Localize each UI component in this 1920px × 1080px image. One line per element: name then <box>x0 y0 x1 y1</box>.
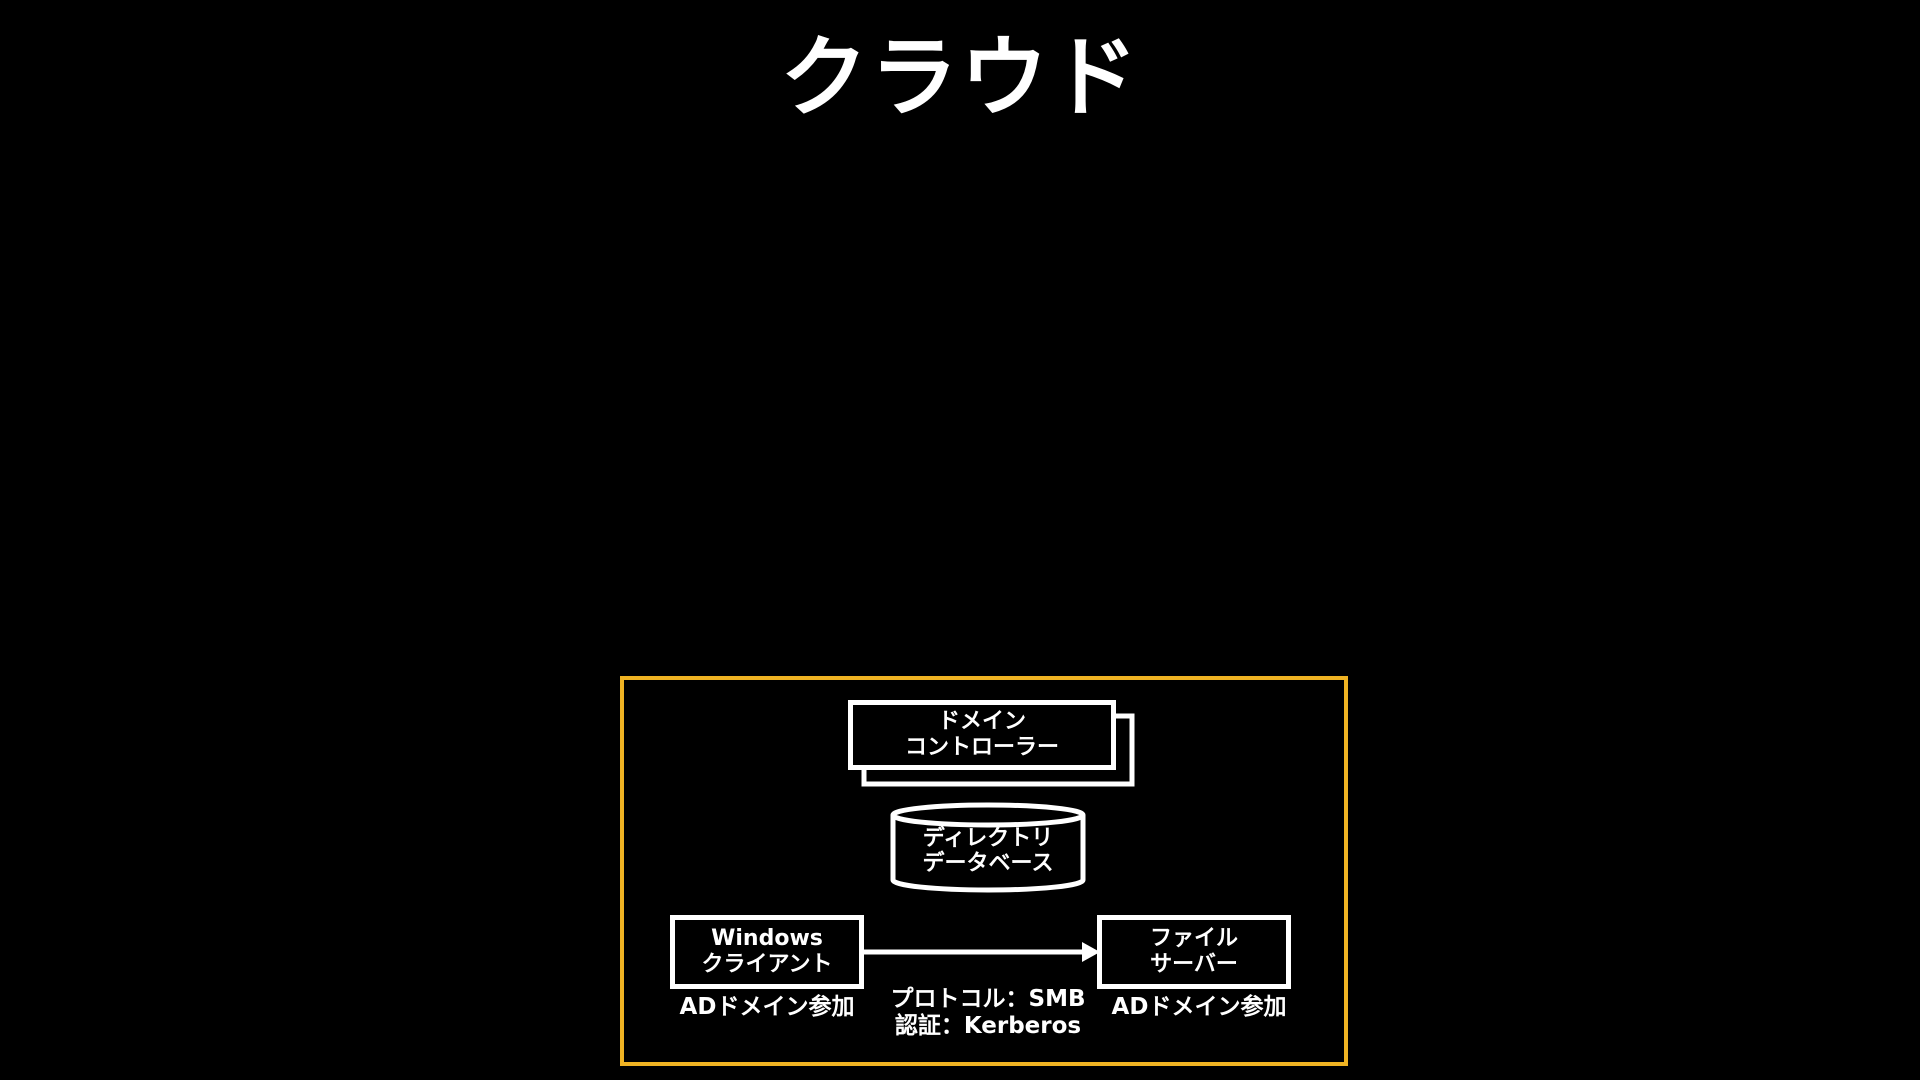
windows-client-label-line2: クライアント <box>701 952 833 977</box>
file-server-label-line1: ファイル <box>1149 926 1238 951</box>
file-server-label-line2: サーバー <box>1150 952 1238 977</box>
cloud-frame <box>620 676 1348 1066</box>
connection-arrow <box>864 942 1100 962</box>
directory-database-label-line2: データベース <box>922 851 1054 876</box>
windows-client-box: Windows クライアント <box>670 915 864 989</box>
auth-label: 認証：Kerberos <box>894 1013 1082 1039</box>
protocol-label: プロトコル：SMB <box>890 986 1086 1012</box>
file-server-box: ファイル サーバー <box>1097 915 1291 989</box>
domain-controller-label-line2: コントローラー <box>904 735 1059 760</box>
file-server-caption: ADドメイン参加 <box>1111 994 1287 1020</box>
windows-client-label-line1: Windows <box>711 926 823 951</box>
windows-client-caption: ADドメイン参加 <box>679 994 855 1020</box>
directory-database-label: ディレクトリ データベース <box>892 826 1084 876</box>
domain-controller-label-line1: ドメイン <box>937 709 1026 734</box>
connection-label: プロトコル：SMB 認証：Kerberos <box>868 986 1108 1040</box>
directory-database-label-line1: ディレクトリ <box>922 826 1054 851</box>
slide-title: クラウド <box>779 26 1140 129</box>
domain-controller-box: ドメイン コントローラー <box>848 700 1116 770</box>
database-cylinder-icon <box>890 802 1086 893</box>
